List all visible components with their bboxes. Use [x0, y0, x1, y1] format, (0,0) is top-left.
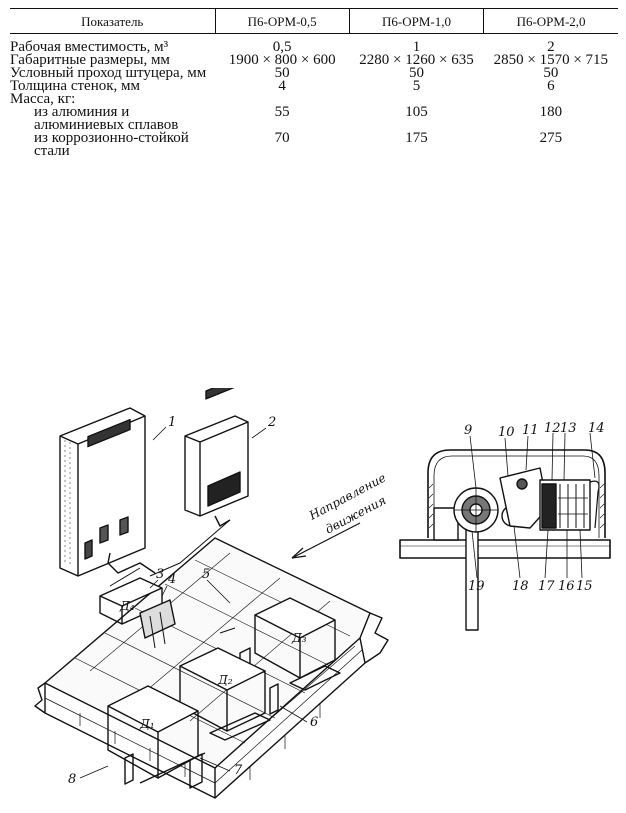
row-label: Габаритные размеры, мм [10, 52, 170, 68]
header-model-10: П6-ОРМ-1,0 [348, 8, 484, 34]
sensor-box-d3 [219, 597, 341, 691]
cell-value: 50 [274, 65, 290, 81]
header-parameter: Показатель [10, 8, 215, 34]
cell-value: 50 [408, 65, 424, 81]
cell-value: 275 [539, 130, 563, 146]
figure-drawing: Д₁ Д₂ Д₃ Д₄ Направление движения 1 2 3 4… [34, 388, 611, 799]
sensor-cross-section [399, 449, 611, 631]
cell-value: 0,5 [272, 39, 292, 55]
callout-17: 17 [538, 579, 555, 594]
cell-value: 180 [539, 104, 563, 120]
table-row: Габаритные размеры, мм 1900 × 800 × 600 … [10, 52, 618, 68]
row-label: из коррозионно-стойкой стали [34, 130, 189, 159]
table-header-row: Показатель П6-ОРМ-0,5 П6-ОРМ-1,0 П6-ОРМ-… [10, 8, 618, 34]
callout-4: 4 [167, 572, 176, 587]
row-label: из алюминия и алюминиевых сплавов [34, 104, 179, 133]
cell-value: 5 [412, 78, 421, 94]
header-model-05: П6-ОРМ-0,5 [214, 8, 350, 34]
table-row: Толщина стенок, мм 4 5 6 [10, 78, 618, 94]
display-window [87, 418, 131, 448]
cell-value: 1 [412, 39, 421, 55]
callout-13: 13 [560, 421, 577, 436]
sensor-label-d1: Д₁ [139, 717, 155, 731]
callout-11: 11 [522, 423, 539, 438]
cell-value: 70 [274, 130, 290, 146]
cell-value: 2 [547, 39, 555, 55]
row-label: Условный проход штуцера, мм [10, 65, 207, 81]
callout-3: 3 [156, 567, 164, 582]
callout-9: 9 [464, 423, 472, 438]
callout-10: 10 [498, 425, 515, 440]
cell-value: 6 [547, 78, 555, 94]
callout-6: 6 [310, 715, 318, 730]
spec-table: Показатель П6-ОРМ-0,5 П6-ОРМ-1,0 П6-ОРМ-… [10, 8, 618, 159]
cell-value: 2280 × 1260 × 635 [359, 52, 474, 68]
table-row: Масса, кг: [10, 91, 618, 107]
sensor-housing-3 [99, 577, 176, 649]
cell-value: 105 [405, 104, 428, 120]
signalizer-unit-1 [59, 407, 156, 577]
cell-value: 2850 × 1570 × 715 [493, 52, 609, 68]
row-label: Толщина стенок, мм [10, 78, 141, 94]
signalizer-unit-2 [184, 388, 249, 527]
callout-18: 18 [512, 579, 529, 594]
sensor-box-d1 [107, 685, 206, 789]
cell-value: 175 [405, 130, 428, 146]
table-row: из коррозионно-стойкой стали 70 175 275 [10, 130, 618, 159]
callout-8: 8 [68, 772, 76, 787]
callout-14: 14 [588, 421, 605, 436]
sensor-label-d4: Д₄ [119, 599, 135, 613]
cell-value: 4 [278, 78, 286, 94]
table-row: Рабочая вместимость, м³ 0,5 1 2 [10, 34, 618, 55]
callout-5: 5 [202, 567, 210, 582]
callout-12: 12 [544, 421, 561, 436]
callout-7: 7 [234, 763, 243, 778]
header-model-20: П6-ОРМ-2,0 [483, 8, 618, 34]
row-label: Рабочая вместимость, м³ [10, 39, 169, 55]
callout-15: 15 [576, 579, 593, 594]
callout-2: 2 [267, 415, 276, 430]
cell-value: 55 [274, 104, 290, 120]
sensor-label-d3: Д₃ [291, 631, 307, 645]
row-label: Масса, кг: [10, 91, 76, 107]
callout-16: 16 [558, 579, 575, 594]
sensor-label-d2: Д₂ [217, 673, 233, 687]
table-row: Условный проход штуцера, мм 50 50 50 [10, 65, 618, 81]
callout-19: 19 [468, 579, 485, 594]
cell-value: 50 [543, 65, 559, 81]
table-row: из алюминия и алюминиевых сплавов 55 105… [10, 104, 618, 133]
callout-1: 1 [168, 415, 176, 430]
technical-figure: Д₁ Д₂ Д₃ Д₄ Направление движения 1 2 3 4… [30, 388, 615, 808]
cell-value: 1900 × 800 × 600 [228, 52, 336, 68]
sensor-box-d2 [179, 647, 279, 741]
